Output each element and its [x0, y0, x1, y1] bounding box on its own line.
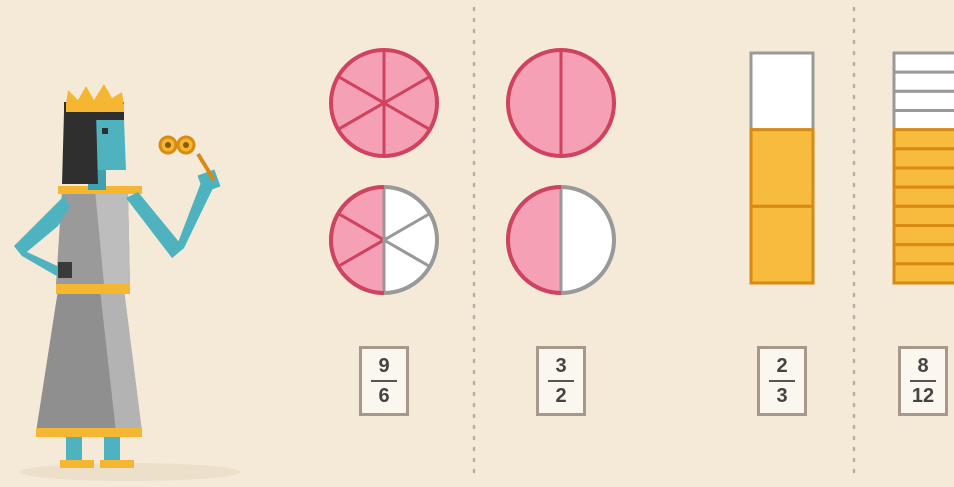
numerator: 9 [378, 355, 389, 377]
bar-segment-eight-twelfths-6 [894, 168, 954, 187]
fraction-card-nine-sixths: 9 6 [359, 346, 409, 416]
bar-segment-eight-twelfths-2 [894, 91, 954, 110]
fraction-card-eight-twelfths: 8 12 [898, 346, 948, 416]
fraction-bar [548, 380, 574, 382]
bar-segment-eight-twelfths-3 [894, 111, 954, 130]
numerator: 3 [555, 355, 566, 377]
bar-segment-eight-twelfths-7 [894, 187, 954, 206]
bar-segment-eight-twelfths-9 [894, 226, 954, 245]
bar-segment-eight-twelfths-5 [894, 149, 954, 168]
denominator: 2 [555, 385, 566, 407]
bar-segment-eight-twelfths-11 [894, 264, 954, 283]
bar-segment-two-thirds-2 [751, 206, 813, 283]
denominator: 6 [378, 385, 389, 407]
fraction-bar [769, 380, 795, 382]
numerator: 8 [917, 355, 928, 377]
bar-segment-eight-twelfths-1 [894, 72, 954, 91]
denominator: 12 [912, 385, 934, 407]
bar-segment-eight-twelfths-8 [894, 206, 954, 225]
fraction-card-two-thirds: 2 3 [757, 346, 807, 416]
bar-segment-eight-twelfths-10 [894, 245, 954, 264]
fraction-bar [910, 380, 936, 382]
fraction-card-three-halves: 3 2 [536, 346, 586, 416]
bar-segment-eight-twelfths-0 [894, 53, 954, 72]
fraction-bar [371, 380, 397, 382]
numerator: 2 [776, 355, 787, 377]
bar-segment-eight-twelfths-4 [894, 130, 954, 149]
denominator: 3 [776, 385, 787, 407]
bar-segment-two-thirds-0 [751, 53, 813, 130]
bar-segment-two-thirds-1 [751, 130, 813, 207]
